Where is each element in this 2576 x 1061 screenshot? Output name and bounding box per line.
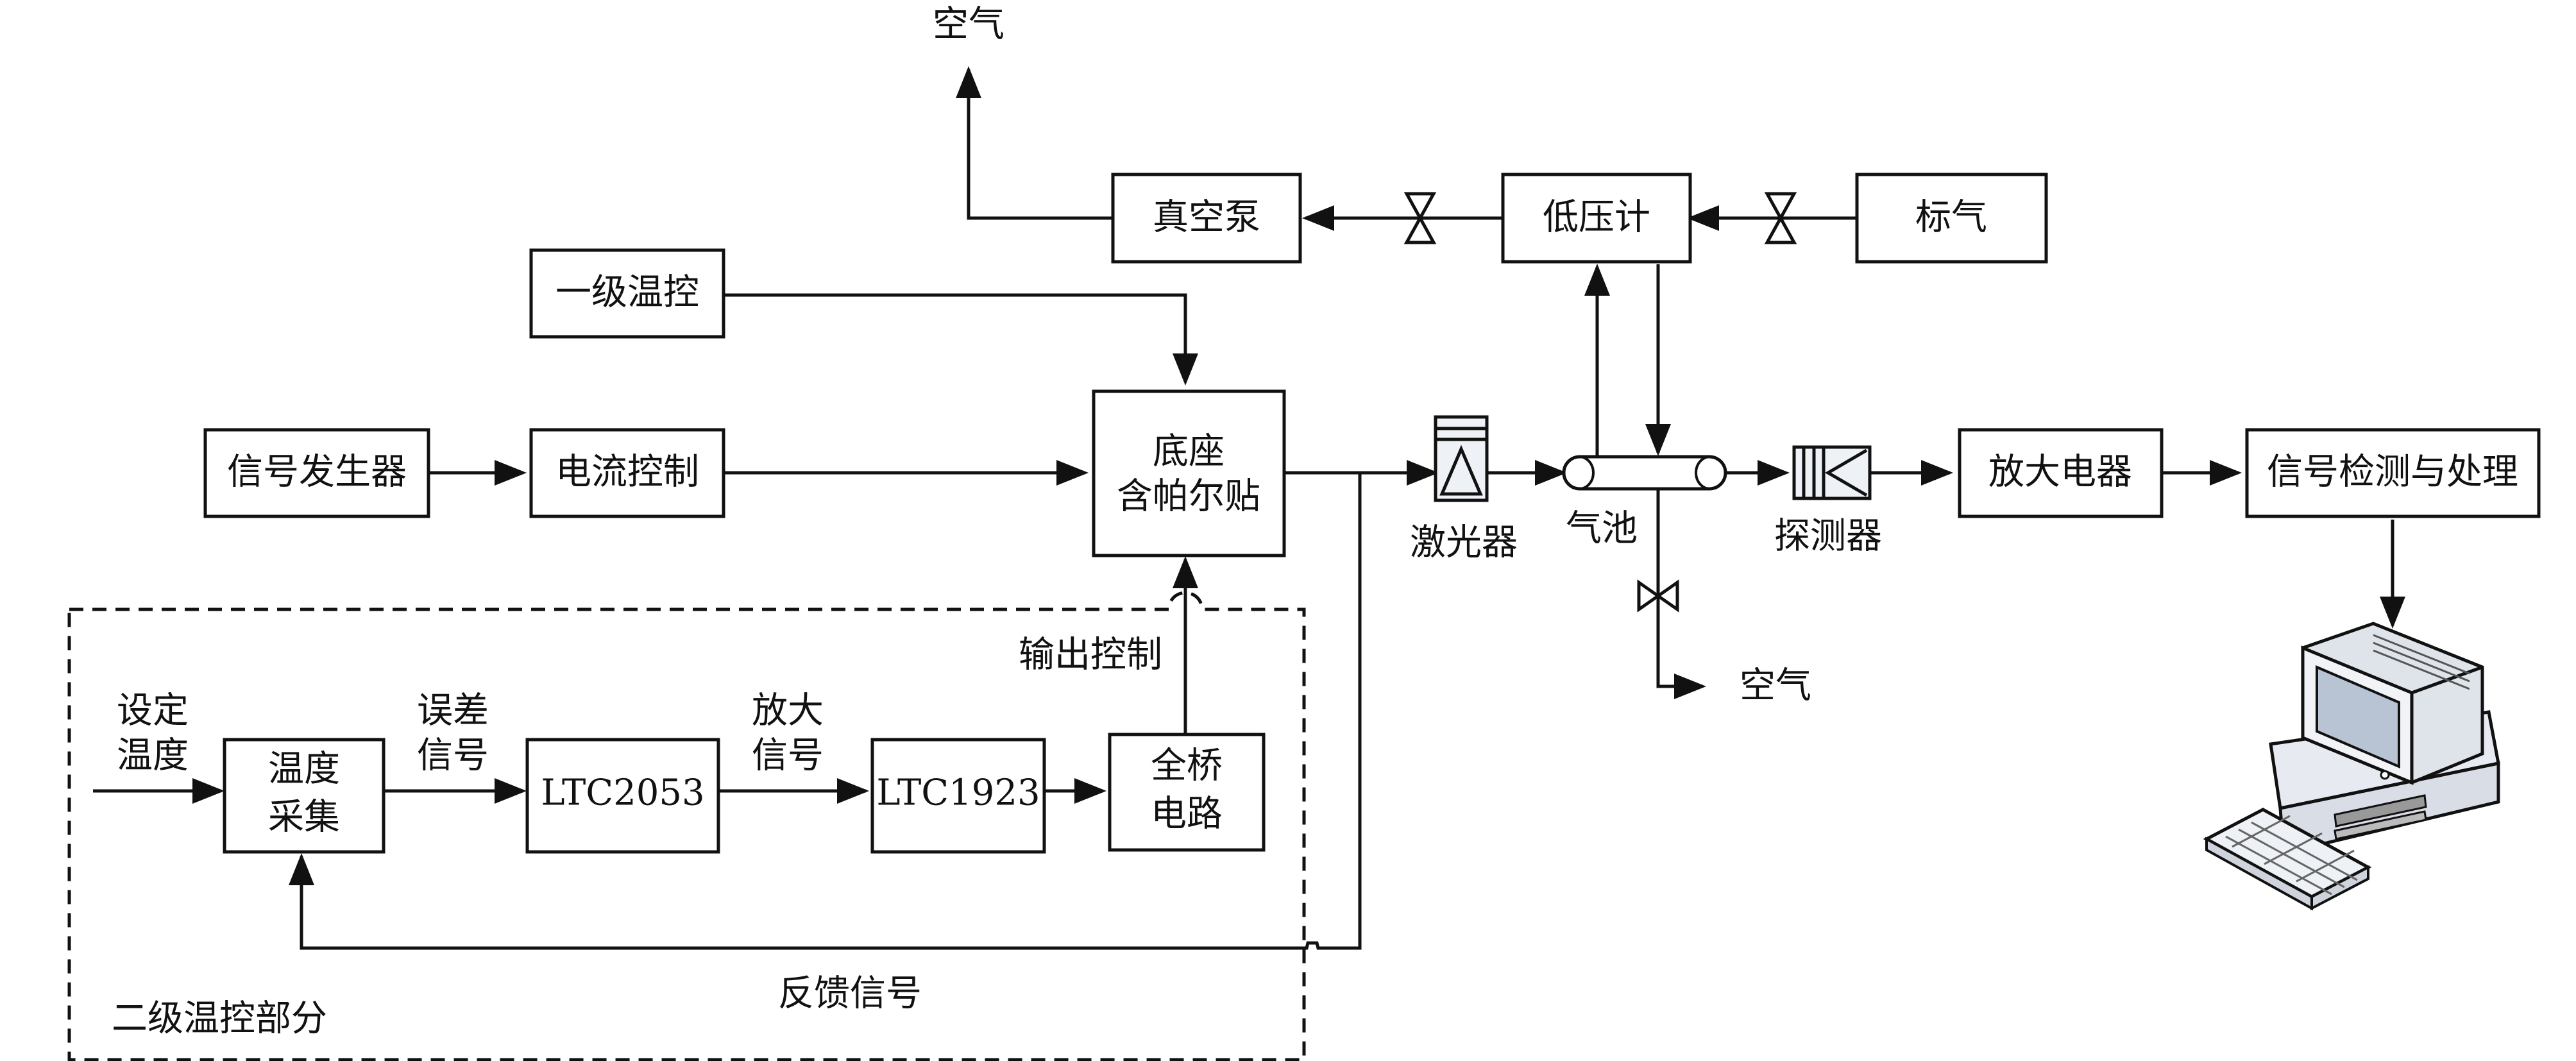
level2-section-label: 二级温控部分 xyxy=(112,998,327,1040)
signal-generator-block: 信号发生器 xyxy=(203,428,430,518)
amplified-signal-label-line2: 信号 xyxy=(752,735,824,777)
current-control-block: 电流控制 xyxy=(529,428,725,518)
valve-icon xyxy=(1637,579,1679,613)
standard-gas-label: 标气 xyxy=(1915,197,1987,239)
gas-cell-label: 气池 xyxy=(1566,508,1638,550)
full-bridge-block: 全桥 电路 xyxy=(1108,733,1266,852)
temp-acq-label-line1: 温度 xyxy=(268,749,340,790)
signal-processing-label: 信号检测与处理 xyxy=(2267,452,2518,493)
detector-label: 探测器 xyxy=(1774,516,1882,557)
full-bridge-label-line1: 全桥 xyxy=(1151,745,1223,787)
ltc1923-label: LTC1923 xyxy=(876,772,1040,814)
laser-label: 激光器 xyxy=(1410,522,1518,564)
pressure-gauge-label: 低压计 xyxy=(1543,197,1650,239)
computer-icon xyxy=(2203,622,2500,911)
full-bridge-label-line2: 电路 xyxy=(1151,794,1223,835)
current-control-label: 电流控制 xyxy=(555,452,699,493)
set-temp-label-line1: 设定 xyxy=(117,690,189,732)
amplified-signal-label-line1: 放大 xyxy=(752,690,824,732)
detector-icon xyxy=(1792,445,1872,500)
set-temp-label-line2: 温度 xyxy=(117,735,189,777)
pressure-gauge-block: 低压计 xyxy=(1501,173,1692,264)
base-label-line1: 底座 xyxy=(1153,431,1224,473)
laser-icon xyxy=(1434,415,1489,502)
level1-temp-control-label: 一级温控 xyxy=(555,272,699,314)
signal-processing-block: 信号检测与处理 xyxy=(2245,428,2541,518)
cell-to-air-line xyxy=(1656,489,1706,699)
ltc2053-block: LTC2053 xyxy=(525,738,720,854)
valve-icon xyxy=(1764,192,1797,244)
base-label-line2: 含帕尔贴 xyxy=(1117,476,1260,518)
temp-acquisition-block: 温度 采集 xyxy=(223,738,386,854)
base-peltier-block: 底座 含帕尔贴 xyxy=(1092,389,1286,557)
level1-to-base-line xyxy=(724,293,1198,386)
feedback-loop-line xyxy=(289,473,1362,950)
error-signal-label-line1: 误差 xyxy=(417,690,489,732)
gas-cell-icon xyxy=(1562,455,1727,491)
pump-to-air-line xyxy=(956,66,1119,220)
standard-gas-block: 标气 xyxy=(1855,173,2048,264)
level1-temp-control-block: 一级温控 xyxy=(529,248,725,339)
vacuum-pump-block: 真空泵 xyxy=(1111,173,1302,264)
feedback-signal-label: 反馈信号 xyxy=(778,973,922,1015)
vacuum-pump-label: 真空泵 xyxy=(1153,197,1260,239)
air-bottom-label: 空气 xyxy=(1740,665,1811,707)
connectors xyxy=(93,66,2405,950)
amplifier-block: 放大电器 xyxy=(1958,428,2164,518)
amplifier-label: 放大电器 xyxy=(1988,452,2132,493)
valve-icon xyxy=(1403,192,1437,244)
temp-acq-label-line2: 采集 xyxy=(268,797,340,838)
error-signal-label-line2: 信号 xyxy=(417,735,489,777)
air-top-label: 空气 xyxy=(933,4,1004,46)
output-control-label: 输出控制 xyxy=(1019,634,1162,676)
ltc2053-label: LTC2053 xyxy=(541,772,704,814)
ltc1923-block: LTC1923 xyxy=(870,738,1046,854)
signal-generator-label: 信号发生器 xyxy=(227,452,407,493)
